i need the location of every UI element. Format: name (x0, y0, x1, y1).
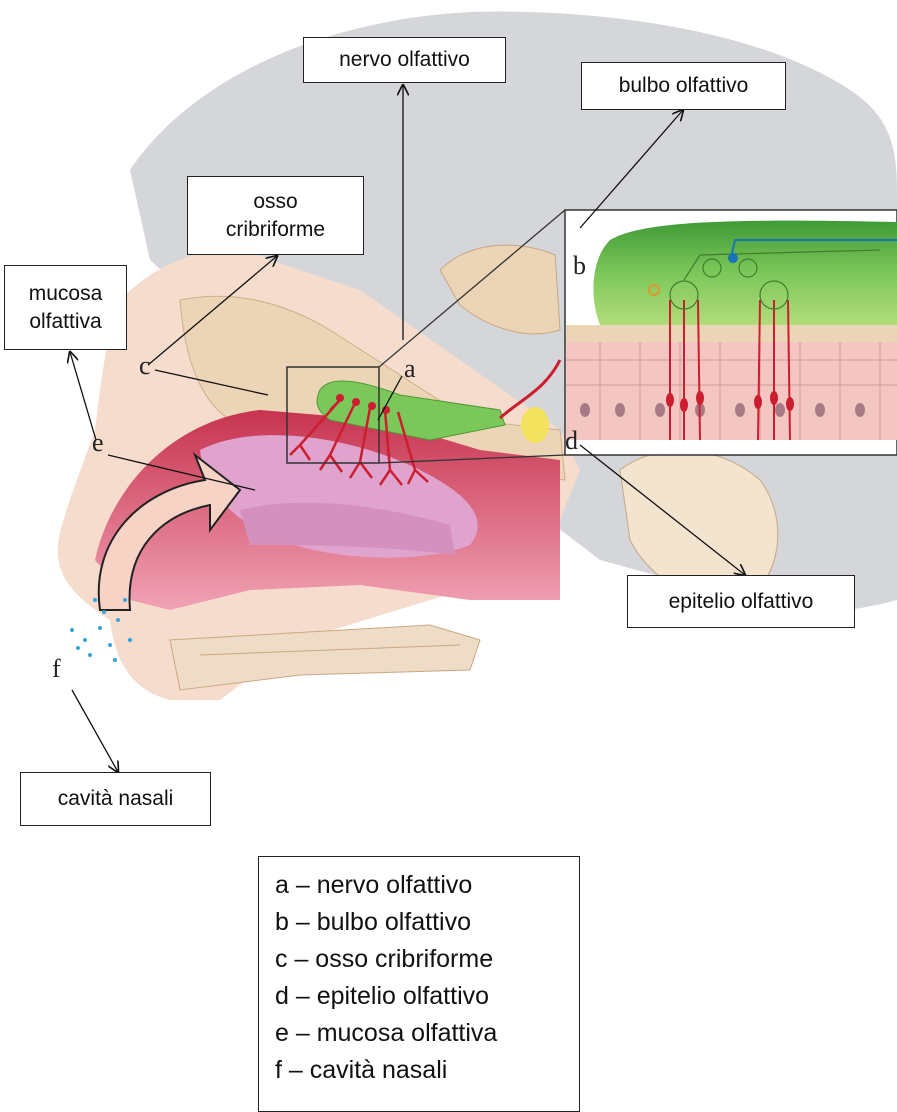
legend-item-e: e – mucosa olfattiva (275, 1015, 579, 1052)
magnified-inset (565, 210, 897, 455)
label-cavita-nasali: cavità nasali (20, 772, 211, 826)
legend-item-d: d – epitelio olfattivo (275, 978, 579, 1015)
legend-box: a – nervo olfattivo b – bulbo olfattivo … (258, 856, 580, 1112)
legend-item-f: f – cavità nasali (275, 1052, 579, 1089)
label-nervo-olfattivo: nervo olfattivo (303, 37, 506, 83)
marker-e: e (92, 430, 104, 456)
marker-a: a (404, 356, 416, 382)
legend-item-b: b – bulbo olfattivo (275, 904, 579, 941)
marker-c: c (139, 353, 151, 379)
marker-f: f (52, 656, 61, 682)
marker-d: d (565, 428, 578, 454)
label-epitelio-olfattivo: epitelio olfattivo (627, 575, 855, 628)
legend-item-c: c – osso cribriforme (275, 941, 579, 978)
marker-b: b (573, 253, 586, 279)
label-bulbo-olfattivo: bulbo olfattivo (581, 62, 786, 110)
legend-item-a: a – nervo olfattivo (275, 867, 579, 904)
